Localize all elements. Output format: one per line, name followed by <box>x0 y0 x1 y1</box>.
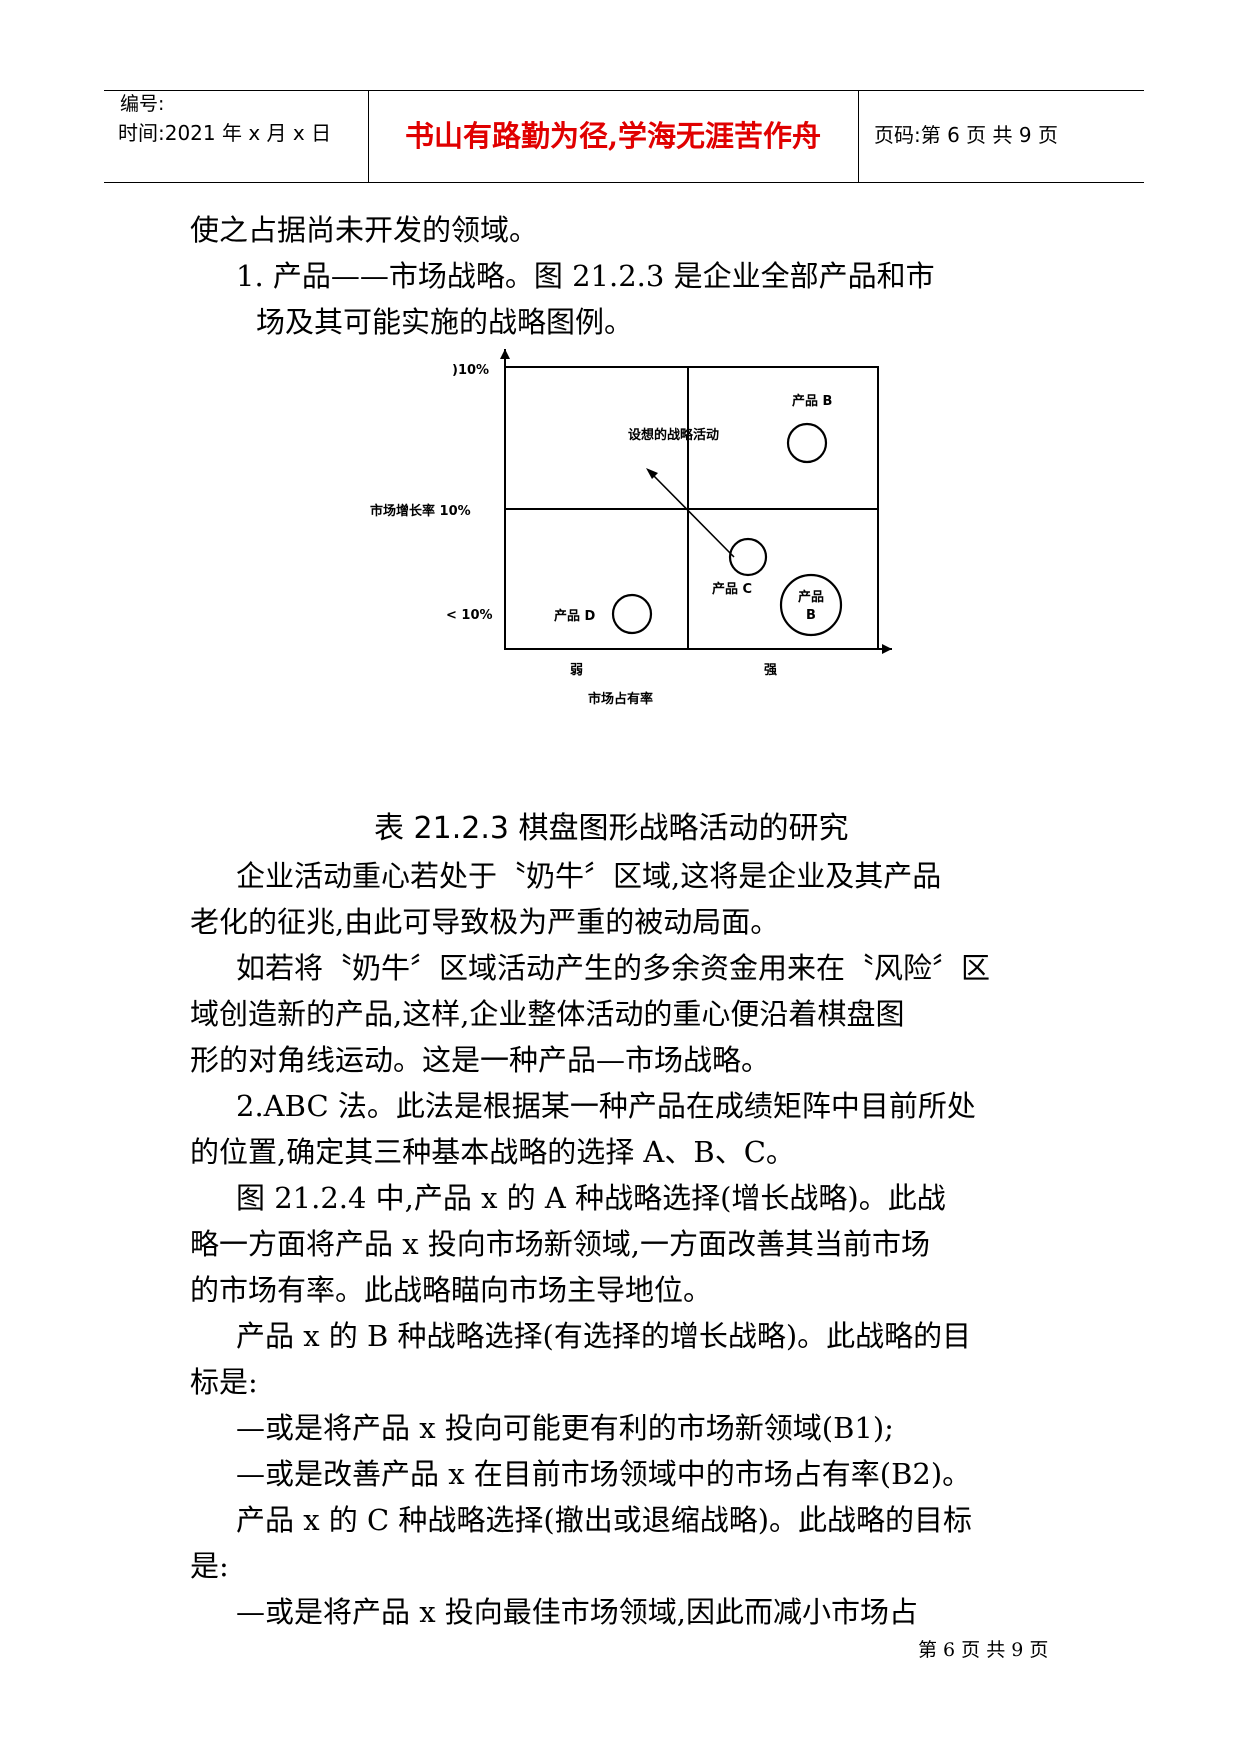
paragraph-line: 产品 x 的 B 种战略选择(有选择的增长战略)。此战略的目 <box>236 1319 972 1353</box>
header-page-number: 页码:第 6 页 共 9 页 <box>874 123 1058 147</box>
product-d-label: 产品 D <box>554 608 596 624</box>
product-b-circle <box>779 573 843 637</box>
paragraph-line: 1. 产品——市场战略。图 21.2.3 是企业全部产品和市 <box>236 259 935 293</box>
paragraph-line: 域创造新的产品,这样,企业整体活动的重心便沿着棋盘图 <box>190 997 905 1031</box>
paragraph-line: 产品 x 的 C 种战略选择(撤出或退缩战略)。此战略的目标 <box>236 1503 973 1537</box>
y-label-top: )10% <box>452 363 489 378</box>
paragraph-line: —或是将产品 x 投向可能更有利的市场新领域(B1); <box>236 1411 894 1445</box>
y-axis-arrowhead <box>500 349 510 359</box>
product-b-circle-letter: B <box>806 608 816 623</box>
x-axis-arrowhead <box>882 644 892 654</box>
product-b-top-circle <box>786 422 828 464</box>
strategy-matrix-figure: )10% 市场增长率 10% < 10% 弱 强 市场占有率 设想的战略活动 产… <box>370 349 892 707</box>
paragraph-line: 是: <box>190 1549 229 1583</box>
paragraph-line: 场及其可能实施的战略图例。 <box>256 305 634 339</box>
product-b-circle-label: 产品 <box>798 589 824 605</box>
product-c-label: 产品 C <box>712 581 752 597</box>
paragraph-line: 标是: <box>190 1365 258 1399</box>
paragraph-line: 略一方面将产品 x 投向市场新领域,一方面改善其当前市场 <box>190 1227 931 1261</box>
paragraph-line: 形的对角线运动。这是一种产品—市场战略。 <box>190 1043 771 1077</box>
product-d-circle <box>611 593 653 635</box>
header-bottom-rule <box>104 182 1144 183</box>
y-label-bottom: < 10% <box>446 608 493 623</box>
x-label-right: 强 <box>764 663 777 678</box>
product-c-circle <box>728 537 768 577</box>
strategy-arrow <box>650 472 735 558</box>
table-caption: 表 21.2.3 棋盘图形战略活动的研究 <box>374 811 849 846</box>
header-motto: 书山有路勤为径,学海无涯苦作舟 <box>404 119 822 153</box>
paragraph-line: 企业活动重心若处于〝奶牛〞区域,这将是企业及其产品 <box>236 859 942 893</box>
page-footer: 第 6 页 共 9 页 <box>918 1639 1049 1661</box>
x-axis-title: 市场占有率 <box>588 691 653 707</box>
arrow-label: 设想的战略活动 <box>628 427 719 443</box>
paragraph-line: 图 21.2.4 中,产品 x 的 A 种战略选择(增长战略)。此战 <box>236 1181 946 1215</box>
y-label-mid: 市场增长率 10% <box>370 503 471 519</box>
x-label-left: 弱 <box>570 662 583 678</box>
paragraph-line: —或是将产品 x 投向最佳市场领域,因此而减小市场占 <box>236 1595 919 1629</box>
paragraph-line: 的市场有率。此战略瞄向市场主导地位。 <box>190 1273 713 1307</box>
product-b-top-label: 产品 B <box>792 393 832 409</box>
header-divider-left <box>368 90 369 182</box>
header-number: 编号: <box>120 93 165 115</box>
paragraph-line: 使之占据尚未开发的领域。 <box>190 213 539 247</box>
paragraph-line: 2.ABC 法。此法是根据某一种产品在成绩矩阵中目前所处 <box>236 1089 976 1123</box>
header-divider-right <box>858 90 859 182</box>
paragraph-line: 如若将〝奶牛〞区域活动产生的多余资金用来在〝风险〞区 <box>236 951 991 985</box>
header-top-rule <box>104 90 1144 91</box>
header-time: 时间:2021 年 x 月 x 日 <box>118 121 332 145</box>
paragraph-line: 的位置,确定其三种基本战略的选择 A、B、C。 <box>190 1135 795 1169</box>
paragraph-line: 老化的征兆,由此可导致极为严重的被动局面。 <box>190 905 780 939</box>
strategy-arrowhead <box>646 468 658 479</box>
paragraph-line: —或是改善产品 x 在目前市场领域中的市场占有率(B2)。 <box>236 1457 972 1491</box>
